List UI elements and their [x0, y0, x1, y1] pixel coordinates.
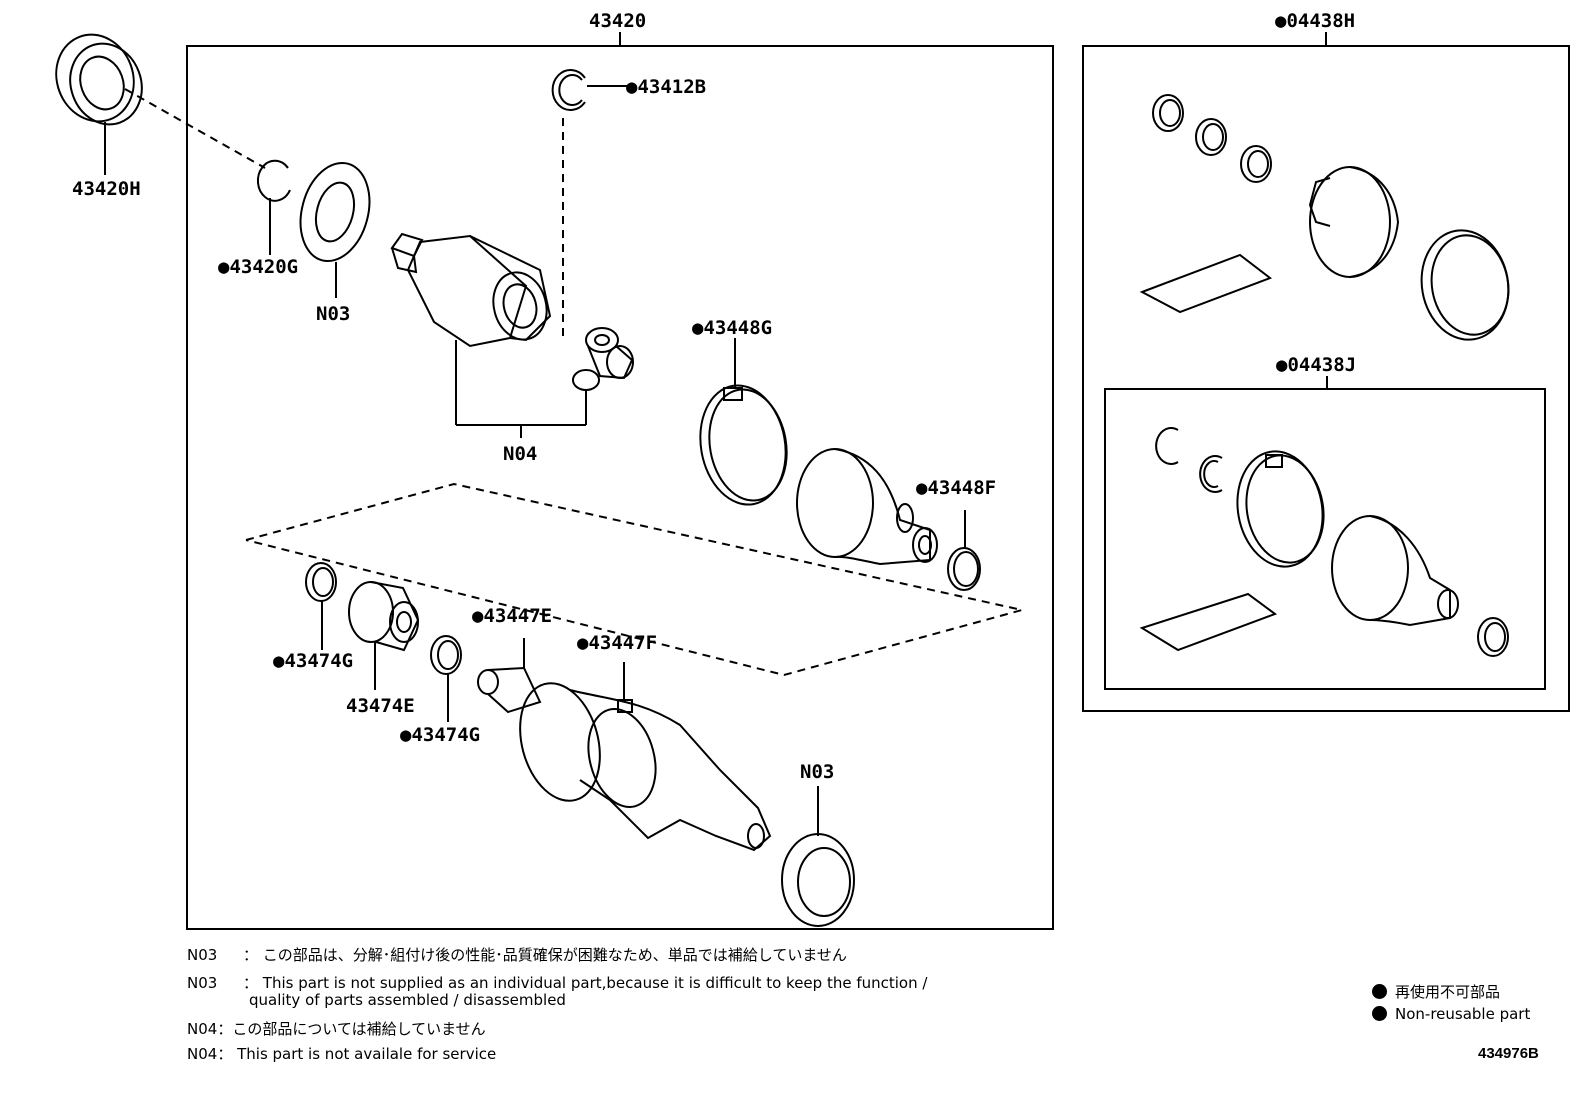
label-N03-bottom: N03	[800, 761, 834, 783]
label-43447F: ●43447F	[577, 632, 657, 654]
label-43474G-right: ●43474G	[400, 724, 480, 746]
label-43420H: 43420H	[72, 178, 141, 200]
label-43474E: 43474E	[346, 695, 415, 717]
note-N04-en: N04： This part is not availale for servi…	[187, 1045, 497, 1063]
dynamic-damper-43474E	[348, 581, 420, 690]
legend-en: Non-reusable part	[1372, 1005, 1530, 1023]
label-43420G: ●43420G	[218, 256, 298, 278]
bullet-icon	[1372, 1006, 1387, 1021]
label-43447E: ●43447E	[472, 605, 552, 627]
note-N04-jp: N04：この部品については補給していません	[187, 1020, 486, 1038]
clamp-43448F	[947, 510, 981, 591]
washer-N03-top	[299, 161, 371, 298]
inboard-joint-housing	[390, 232, 552, 425]
label-43448G: ●43448G	[692, 317, 772, 339]
dashed-group-outline	[245, 482, 1023, 677]
label-43420: 43420	[589, 10, 646, 32]
outboard-joint-shaft	[477, 638, 772, 852]
label-43448F: ●43448F	[916, 477, 996, 499]
clamp-43474G-right	[430, 635, 462, 722]
note-N03-en: N03： This part is not supplied as an ind…	[187, 974, 928, 1009]
washer-N03-bottom	[781, 786, 855, 927]
snap-ring-43412B	[551, 69, 627, 111]
label-43412B: ●43412B	[626, 76, 706, 98]
dust-seal-43420H	[55, 33, 143, 175]
label-04438H: ●04438H	[1275, 10, 1355, 32]
snap-ring-43420G	[256, 159, 291, 202]
legend-jp: 再使用不可部品	[1372, 981, 1500, 1002]
figure-id: 434976B	[1478, 1045, 1539, 1062]
bullet-icon	[1372, 984, 1387, 999]
inboard-boot	[796, 448, 938, 566]
note-N03-jp: N03： この部品は、分解･組付け後の性能･品質確保が困難なため、単品では補給し…	[187, 946, 847, 964]
label-04438J: ●04438J	[1276, 354, 1356, 376]
kit-inner-box	[1104, 388, 1546, 690]
label-43474G-left: ●43474G	[273, 650, 353, 672]
label-N04: N04	[503, 443, 537, 465]
clamp-43474G-left	[305, 562, 337, 650]
band-clamp-43448G	[699, 338, 788, 506]
kit-04438J-parts	[1139, 427, 1509, 657]
kit-04438H-parts	[1139, 94, 1510, 341]
label-N03-top: N03	[316, 303, 350, 325]
tripod-joint	[572, 327, 634, 425]
